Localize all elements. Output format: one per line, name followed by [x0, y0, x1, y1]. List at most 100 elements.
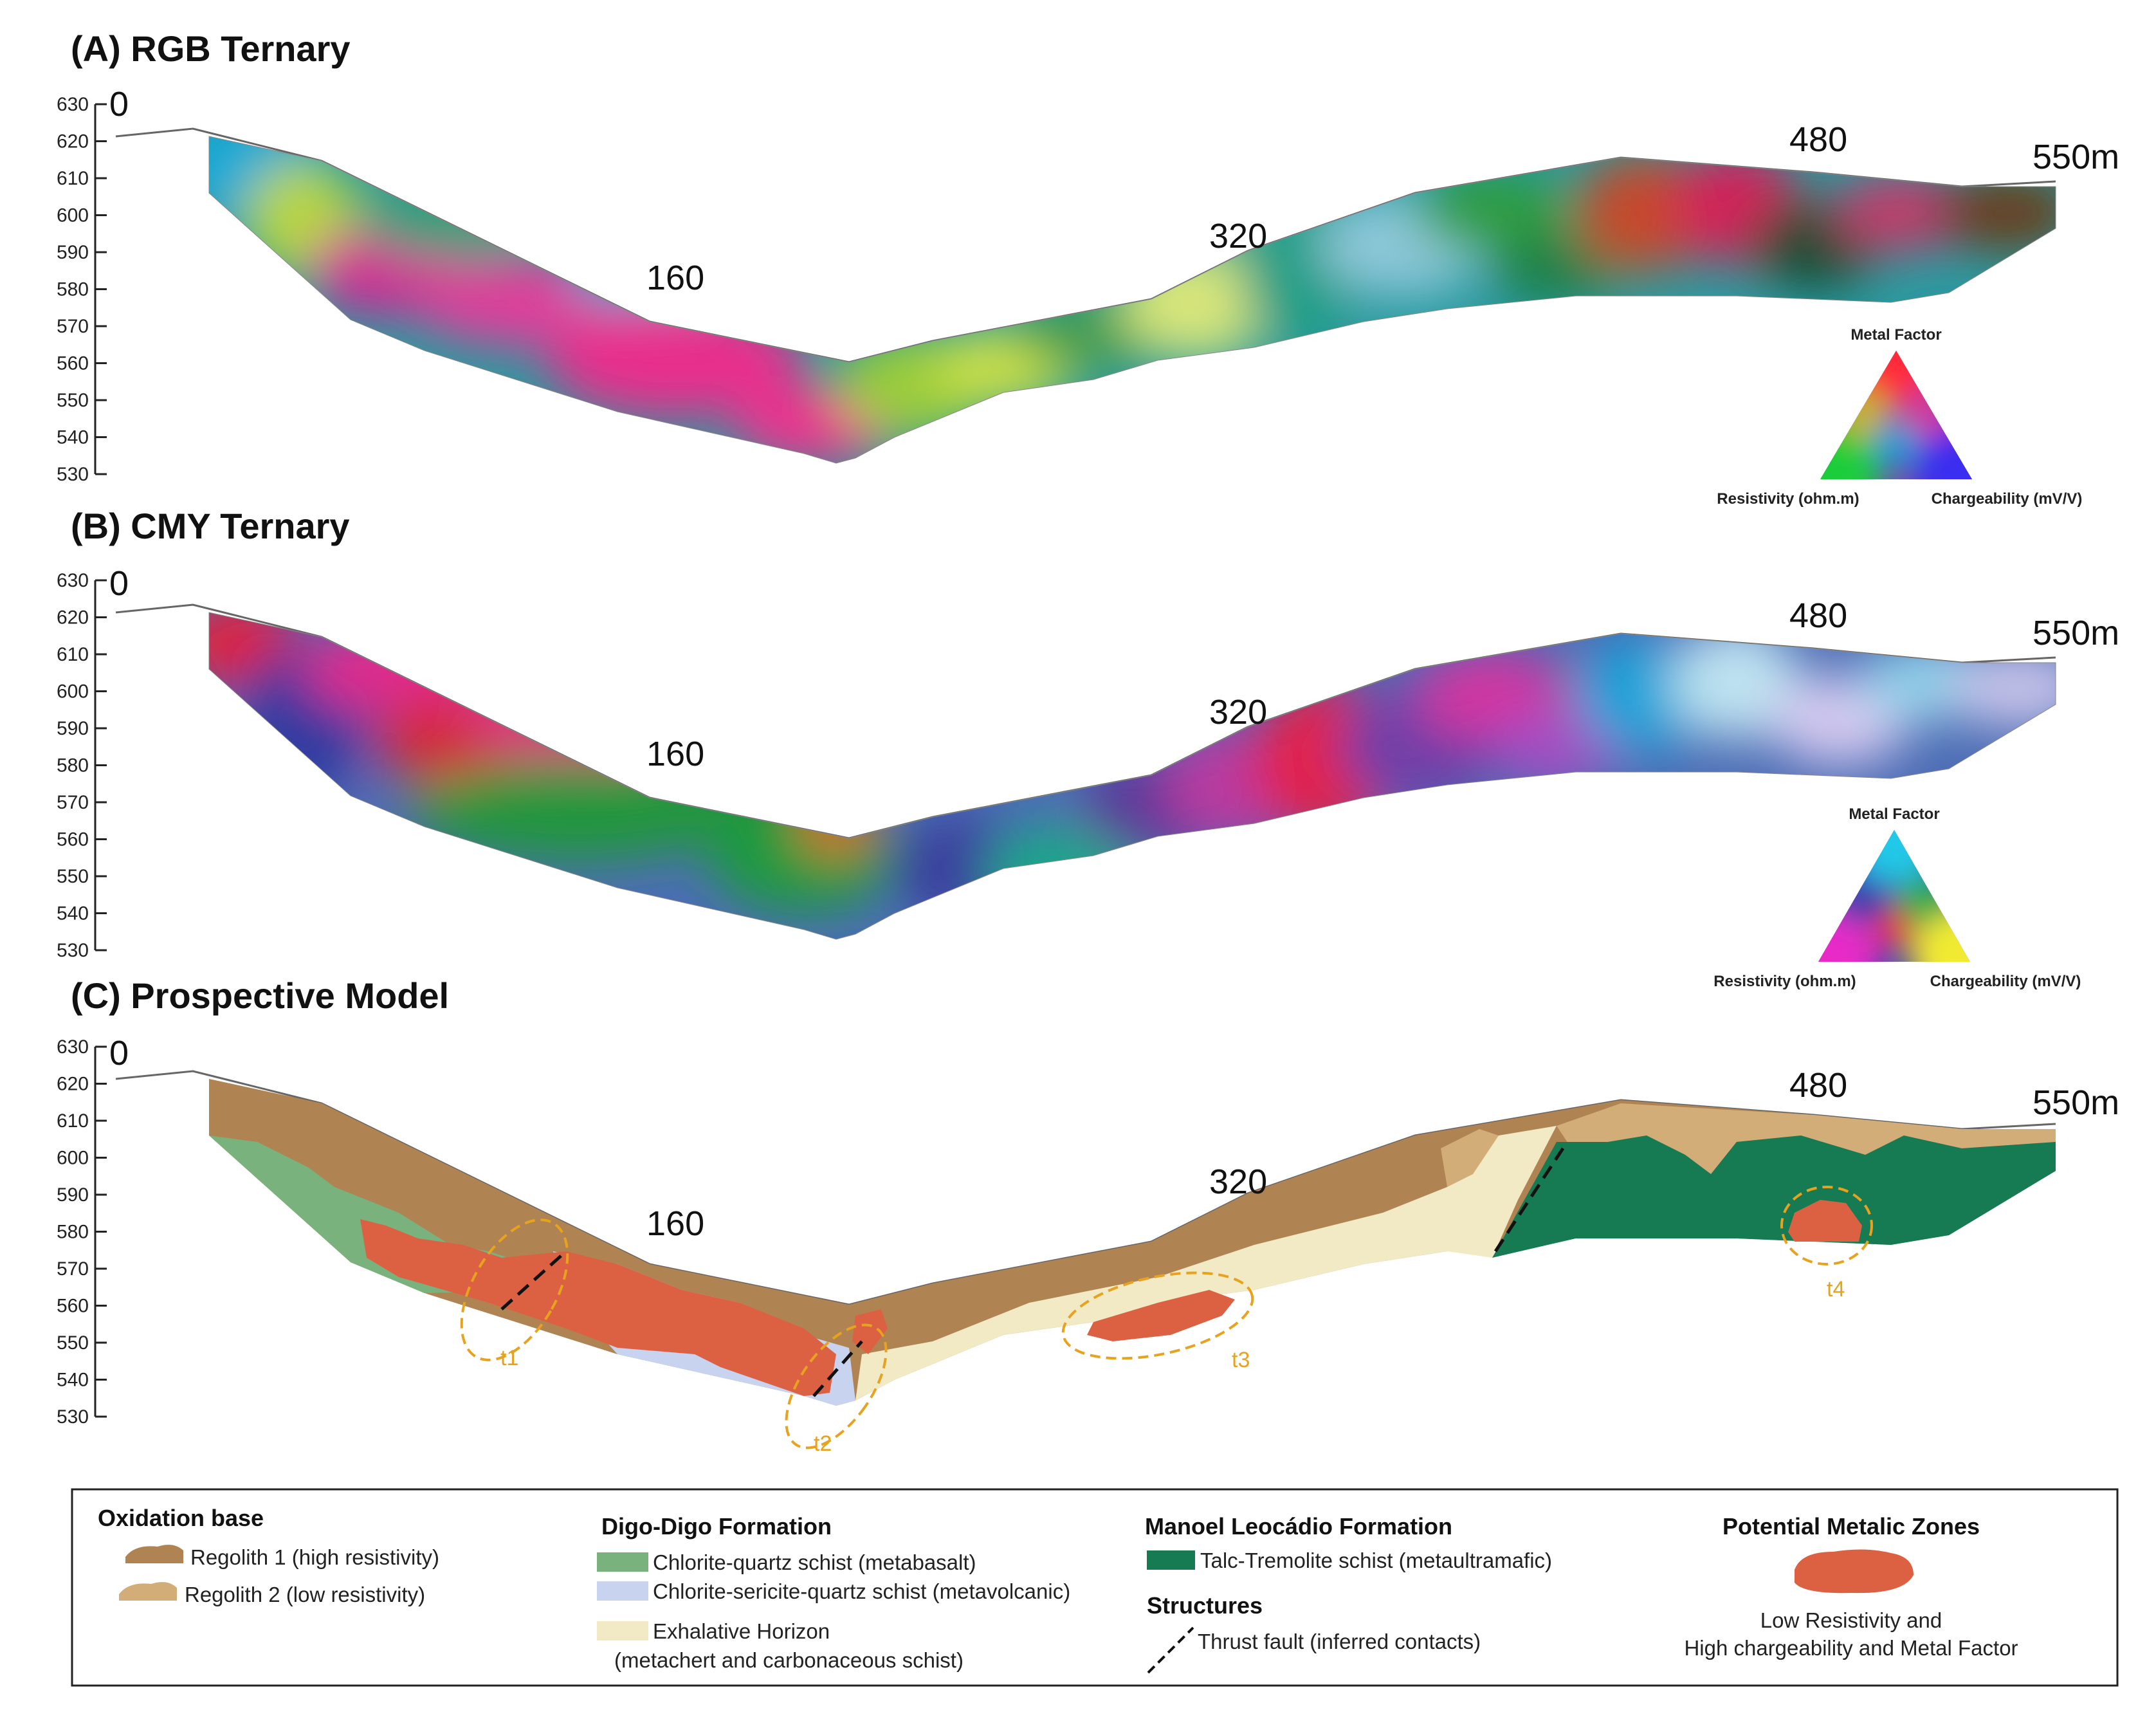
legend-metallic-desc-2: High chargeability and Metal Factor — [1684, 1636, 2018, 1660]
cmy-ternary-left-label: Resistivity (ohm.m) — [1713, 973, 1856, 990]
elevation-tick-label: 540 — [57, 1370, 89, 1391]
rgb-ternary-legend: Metal Factor Resistivity (ohm.m) Chargea… — [1717, 326, 2083, 508]
rgb-ternary-right-label: Chargeability (mV/V) — [1932, 490, 2083, 508]
distance-480-c: 480 — [1789, 1066, 1847, 1105]
target-label-t1: t1 — [500, 1346, 518, 1370]
legend-regolith1-label: Regolith 1 (high resistivity) — [190, 1545, 439, 1569]
thrust-fault-swatch — [1147, 1626, 1194, 1674]
elevation-tick-label: 630 — [57, 570, 89, 591]
cmy-ternary-right-label: Chargeability (mV/V) — [1930, 973, 2081, 990]
elevation-tick-label: 620 — [57, 607, 89, 629]
elevation-tick-label: 550 — [57, 390, 89, 411]
elevation-tick-label: 590 — [57, 242, 89, 263]
elevation-tick-label: 620 — [57, 1074, 89, 1095]
cmy-ternary-legend: Metal Factor Resistivity (ohm.m) Chargea… — [1713, 805, 2081, 990]
chlorite-quartz-swatch — [597, 1552, 648, 1572]
target-label-t3: t3 — [1232, 1348, 1250, 1372]
legend-manoel-heading: Manoel Leocádio Formation — [1145, 1513, 1452, 1540]
elevation-tick-label: 580 — [57, 279, 89, 300]
distance-480-a: 480 — [1789, 120, 1847, 159]
legend-chlorite-quartz-label: Chlorite-quartz schist (metabasalt) — [653, 1550, 976, 1574]
cmy-ternary-top-label: Metal Factor — [1849, 805, 1939, 823]
distance-320-a: 320 — [1209, 217, 1267, 255]
elevation-tick-label: 550 — [57, 866, 89, 887]
distance-160-b: 160 — [646, 735, 704, 773]
distance-480-b: 480 — [1789, 596, 1847, 635]
distance-550m-c: 550m — [2033, 1083, 2119, 1122]
target-label-t2: t2 — [814, 1431, 832, 1456]
legend-exhalative-label-1: Exhalative Horizon — [653, 1619, 830, 1643]
target-ellipse-t2 — [785, 1323, 888, 1449]
distance-320-b: 320 — [1209, 693, 1267, 731]
target-ellipse-t1 — [460, 1218, 569, 1361]
legend-talc-label: Talc-Tremolite schist (metaultramafic) — [1200, 1549, 1552, 1572]
panel-b-title: (B) CMY Ternary — [71, 506, 350, 546]
legend-fault-label: Thrust fault (inferred contacts) — [1198, 1630, 1481, 1653]
target-ellipse-t3 — [1061, 1271, 1254, 1360]
elevation-tick-label: 590 — [57, 1184, 89, 1206]
section-outline-a — [208, 136, 2056, 464]
regolith-2-swatch — [119, 1582, 177, 1601]
regolith-1-swatch — [125, 1545, 183, 1563]
legend-structures-heading: Structures — [1147, 1592, 1263, 1619]
chlorite-sericite-swatch — [597, 1581, 648, 1601]
elevation-tick-label: 580 — [57, 1222, 89, 1243]
regolith-2-zone — [1557, 1103, 2056, 1174]
elevation-tick-label: 530 — [57, 940, 89, 961]
distance-320-c: 320 — [1209, 1163, 1267, 1201]
target-label-t4: t4 — [1827, 1277, 1845, 1301]
distance-160-a: 160 — [646, 259, 704, 297]
legend-oxidation-heading: Oxidation base — [98, 1505, 264, 1531]
elevation-tick-label: 530 — [57, 464, 89, 485]
elevation-tick-label: 530 — [57, 1406, 89, 1428]
prospective-model-section: t1 t2 t3 t4 — [115, 1070, 2056, 1456]
distance-550m-b: 550m — [2033, 614, 2119, 652]
elevation-tick-label: 620 — [57, 131, 89, 152]
elevation-tick-label: 570 — [57, 792, 89, 813]
talc-tremolite-zone — [1492, 1135, 2056, 1258]
metallic-zone-t3 — [1087, 1290, 1235, 1341]
metallic-zone-t1 — [360, 1219, 836, 1396]
distance-0-a: 0 — [109, 85, 129, 124]
rgb-ternary-left-label: Resistivity (ohm.m) — [1717, 490, 1859, 508]
elevation-tick-label: 600 — [57, 205, 89, 226]
legend-metallic-desc-1: Low Resistivity and — [1760, 1608, 1942, 1632]
elevation-tick-label: 630 — [57, 94, 89, 115]
elevation-tick-label: 630 — [57, 1036, 89, 1058]
elevation-tick-label: 600 — [57, 1148, 89, 1169]
target-ellipse-t4 — [1780, 1186, 1873, 1265]
elevation-tick-label: 610 — [57, 168, 89, 189]
distance-0-b: 0 — [109, 564, 129, 603]
exhalative-swatch — [597, 1621, 648, 1641]
metallic-zone-swatch — [1795, 1549, 1914, 1594]
rgb-ternary-top-label: Metal Factor — [1850, 326, 1941, 344]
legend-chlorite-sericite-label: Chlorite-sericite-quartz schist (metavol… — [653, 1579, 1070, 1603]
thrust-fault-t1 — [500, 1250, 567, 1310]
panel-a-title: (A) RGB Ternary — [71, 28, 351, 69]
exhalative-horizon-zone — [855, 1126, 1557, 1401]
elevation-tick-label: 560 — [57, 829, 89, 850]
elevation-tick-label: 550 — [57, 1332, 89, 1354]
thrust-fault-t2 — [812, 1340, 863, 1397]
elevation-tick-label: 580 — [57, 755, 89, 777]
distance-0-c: 0 — [109, 1034, 129, 1072]
elevation-tick-label: 560 — [57, 1296, 89, 1317]
legend-exhalative-label-2: (metachert and carbonaceous schist) — [614, 1648, 964, 1672]
legend-digo-heading: Digo-Digo Formation — [601, 1513, 832, 1540]
elevation-tick-label: 560 — [57, 353, 89, 374]
talc-tremolite-swatch — [1147, 1550, 1195, 1570]
panel-c-title: (C) Prospective Model — [71, 975, 449, 1016]
metallic-zone-t4 — [1788, 1200, 1862, 1242]
elevation-tick-label: 540 — [57, 427, 89, 448]
legend-box: Oxidation base Regolith 1 (high resistiv… — [71, 1488, 2119, 1687]
regolith-2-zone-west — [1441, 1129, 1499, 1187]
legend-metallic-heading: Potential Metalic Zones — [1722, 1513, 1980, 1540]
legend-regolith2-label: Regolith 2 (low resistivity) — [185, 1583, 425, 1606]
distance-550m-a: 550m — [2033, 138, 2119, 176]
section-outline-b — [208, 612, 2056, 940]
elevation-tick-label: 570 — [57, 1258, 89, 1280]
